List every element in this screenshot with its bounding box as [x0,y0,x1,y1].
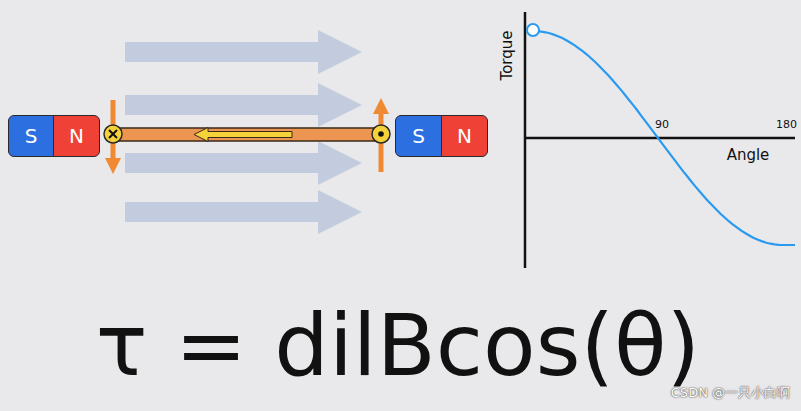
wire-loop [112,128,382,142]
tick-label: 180 [776,119,797,130]
pole-letter: S [412,126,425,146]
current-symbols [104,125,390,143]
magnet-pole: S [8,115,54,157]
magnet-pole: S [395,115,442,157]
torque-curve [533,31,795,245]
axis-title: Angle [727,148,770,163]
pole-letter: S [25,126,38,146]
magnet-pole: N [441,115,488,157]
formula: τ = dilBcos(θ) [96,302,700,388]
chart-axes [525,12,795,268]
tick-label: 90 [655,119,669,130]
force-arrows [105,98,389,174]
watermark: CSDN @一只小白啊 [671,386,790,399]
magnet-pole: N [53,115,100,157]
axis-title: Torque [500,30,515,80]
curve-marker [527,24,539,36]
pole-letter: N [457,126,472,146]
pole-letter: N [69,126,84,146]
